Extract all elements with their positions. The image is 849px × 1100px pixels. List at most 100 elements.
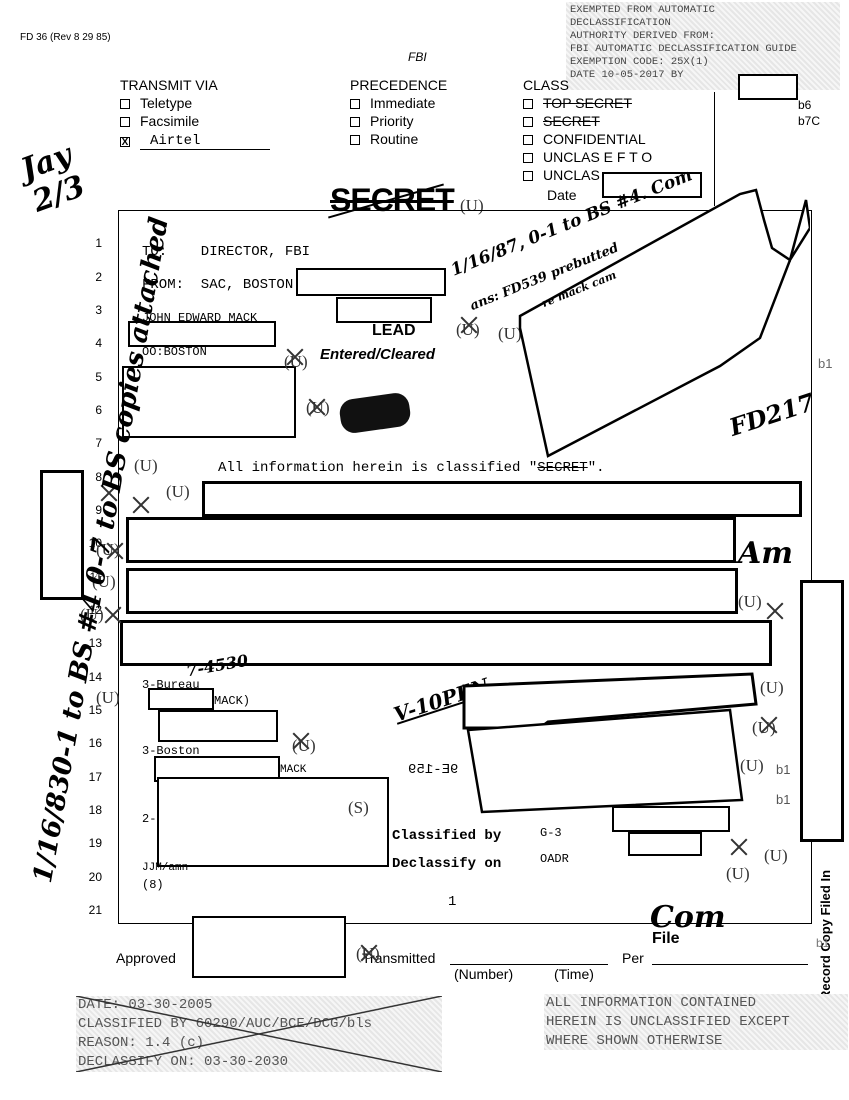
cross-mark [308,398,326,416]
line-number: 15 [88,703,102,717]
transmitted-line [450,964,608,965]
u-marker: (U) [726,864,750,883]
checkbox[interactable] [523,153,533,163]
line-number: 14 [88,670,102,684]
reversed-code: 9E-159 [408,762,459,778]
u-marker: (U) [740,756,764,775]
redaction-box [126,568,738,614]
option-secret[interactable]: SECRET [523,112,652,130]
per-line [652,964,808,965]
exemption-code: b1 [818,356,833,371]
date-label: Date [547,187,577,203]
exemption-code: b6 [798,98,812,112]
line-number: 8 [95,470,102,484]
redaction-box [800,580,844,842]
line-number: 4 [95,336,102,350]
main-frame [118,210,812,924]
line-number: 2 [95,270,102,284]
u-marker: (U) [92,572,116,591]
time-label: (Time) [554,966,594,982]
checkbox[interactable] [523,99,533,109]
cross-mark [292,732,310,750]
line-number: 11 [89,570,102,584]
option-confidential[interactable]: CONFIDENTIAL [523,130,652,148]
redaction-box [158,710,278,742]
handwritten-note: Com [650,900,726,935]
declassify-on-value: OADR [540,852,569,866]
cross-mark [132,496,150,514]
u-marker: (U) [134,456,158,475]
handwritten-initials: Jay 2/3 [16,137,90,220]
line-number: 5 [95,370,102,384]
form-id: FD 36 (Rev 8 29 85) [20,32,111,43]
approved-label: Approved [116,950,176,966]
line-number: 10 [88,536,102,550]
line-number: 21 [88,903,102,917]
redaction-box [40,470,84,600]
option-top-secret[interactable]: TOP SECRET [523,94,652,112]
checkbox[interactable] [523,171,533,181]
u-marker: (U) [166,482,190,501]
memo-office: OO:BOSTON [142,345,207,359]
s-marker: (S) [348,798,369,817]
handwritten-note: Am [738,536,794,571]
lead-stamp: LEAD [372,322,416,339]
option-facsimile[interactable]: Facsimile [120,112,270,130]
redaction-box [628,832,702,856]
cross-mark [104,606,122,624]
dist-two: 2- [142,812,157,826]
dist-boston: 3-Boston [142,744,200,758]
entered-stamp: Entered/Cleared [320,346,436,363]
checkbox-checked[interactable]: X [120,137,130,148]
checkbox[interactable] [120,99,130,109]
cross-mark [760,716,778,734]
option-routine[interactable]: Routine [350,130,447,148]
side-stamp: Record Copy Filed In [818,869,833,1000]
u-marker: (U) [498,324,522,343]
line-number: 1 [95,236,102,250]
option-immediate[interactable]: Immediate [350,94,447,112]
redaction-polygon [462,672,758,814]
line-number: 19 [88,836,102,850]
checkbox[interactable] [350,135,360,145]
redaction-box [602,172,702,198]
memo-from: FROM: SAC, BOSTON [142,277,294,293]
checkbox[interactable] [523,135,533,145]
u-marker: (U) [80,605,104,624]
classified-by-label: Classified by [392,828,502,844]
transmitted-label: Transmitted [362,950,436,966]
redaction-box [612,806,730,832]
option-teletype[interactable]: Teletype [120,94,270,112]
line-number: 17 [88,770,102,784]
exemption-code: b1 [776,792,791,807]
exemption-code: b1 [816,936,830,950]
classified-statement: All information herein is classified "SE… [218,460,605,476]
precedence-title: PRECEDENCE [350,77,448,93]
declassify-on-label: Declassify on [392,856,502,872]
line-number: 13 [88,636,102,650]
checkbox[interactable] [523,117,533,127]
stamp-cross [76,996,442,1072]
redaction-box [122,366,296,438]
u-marker: (U) [738,592,762,611]
dist-mack: MACK [280,764,307,776]
option-unclas-efto[interactable]: UNCLAS E F T O [523,148,652,166]
cross-mark [360,944,378,962]
line-number: 9 [95,503,102,517]
checkbox[interactable] [350,117,360,127]
checkbox[interactable] [350,99,360,109]
line-number: 3 [95,303,102,317]
option-priority[interactable]: Priority [350,112,447,130]
line-number: 18 [88,803,102,817]
checkbox[interactable] [120,117,130,127]
per-label: Per [622,950,644,966]
memo-to: TO: DIRECTOR, FBI [142,244,311,260]
redaction-box [128,321,276,347]
option-unclas[interactable]: UNCLAS [523,166,652,184]
cross-mark [286,348,304,366]
redaction-box [157,777,389,867]
declass-stamp-top: EXEMPTED FROM AUTOMATIC DECLASSIFICATION… [566,2,840,90]
page-number: 1 [448,894,457,910]
